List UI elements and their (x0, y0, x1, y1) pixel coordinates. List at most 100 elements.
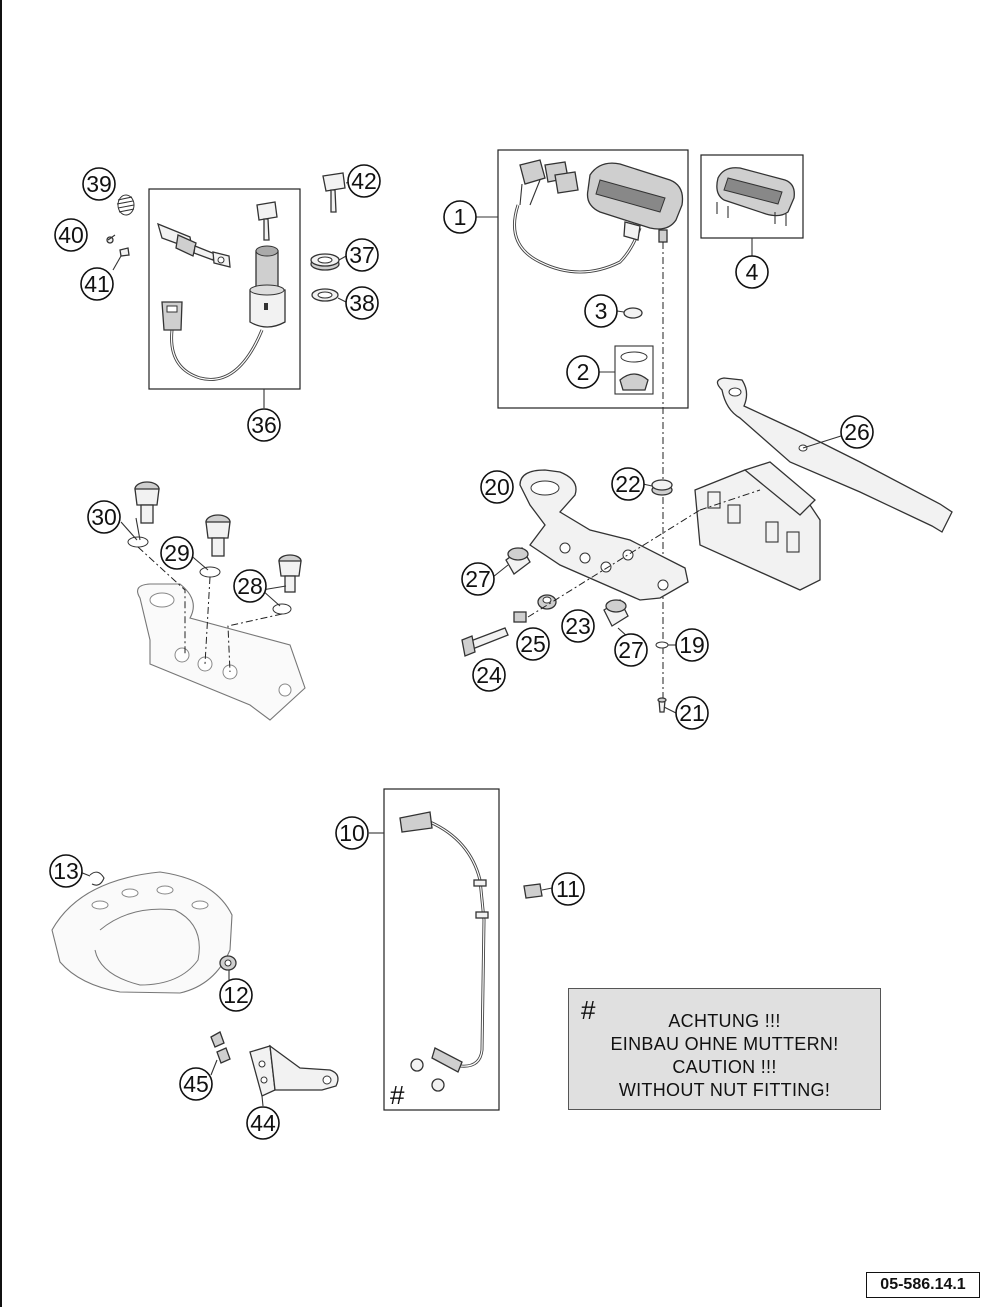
svg-text:13: 13 (53, 858, 79, 884)
svg-text:19: 19 (679, 632, 705, 658)
lock-cylinder-part (157, 222, 231, 268)
spare-key-part (322, 172, 346, 213)
callout-2: 2 (566, 355, 600, 389)
svg-text:27: 27 (618, 637, 644, 663)
callout-13: 13 (49, 854, 83, 888)
callout-26: 26 (840, 415, 874, 449)
rubber-27-upper-part (505, 547, 531, 575)
callout-41: 41 (80, 267, 114, 301)
speedometer-assembly-box (700, 154, 804, 258)
svg-text:24: 24 (476, 662, 502, 688)
svg-text:22: 22 (615, 471, 641, 497)
caution-line-without-nut: WITHOUT NUT FITTING! (618, 1080, 831, 1100)
callout-1: 1 (443, 200, 477, 234)
bracket-26-part (716, 377, 953, 533)
caution-line-achtung: ACHTUNG !!! (668, 1011, 781, 1031)
callout-23: 23 (561, 609, 595, 643)
svg-text:26: 26 (844, 419, 870, 445)
svg-text:28: 28 (237, 573, 263, 599)
svg-text:42: 42 (351, 168, 377, 194)
svg-text:11: 11 (556, 876, 580, 902)
speed-sensor-cable-part (399, 811, 489, 1073)
svg-text:45: 45 (183, 1071, 209, 1097)
speedometer-kit-box (476, 149, 689, 409)
spacer-25-part (513, 611, 527, 623)
pin-28-part (272, 554, 302, 615)
caution-hash-marker: # (581, 995, 596, 1025)
bush-12-part (219, 955, 237, 971)
callout-29: 29 (160, 536, 194, 570)
pin-assembly-lines (120, 517, 287, 673)
callout-45: 45 (179, 1067, 213, 1101)
sensor-nuts-part (410, 1058, 445, 1092)
pin-29-part (199, 514, 231, 578)
cable-clip-11-part (523, 883, 543, 899)
callout-40: 40 (54, 218, 88, 252)
spring-part (116, 194, 135, 216)
speedometer-cable-part (513, 159, 642, 274)
callout-37: 37 (345, 238, 379, 272)
svg-text:36: 36 (251, 412, 277, 438)
callout-36: 36 (247, 408, 281, 442)
callout-10: 10 (335, 816, 369, 850)
svg-text:27: 27 (465, 566, 491, 592)
mounting-kit-part (614, 345, 654, 395)
callout-19: 19 (675, 628, 709, 662)
lock-nut-part (310, 253, 340, 271)
speedometer-unit-part (586, 162, 684, 243)
svg-text:37: 37 (349, 242, 375, 268)
circlip-13-part (89, 871, 105, 886)
svg-text:39: 39 (86, 171, 112, 197)
ignition-cable-part (161, 301, 264, 381)
callout-25: 25 (516, 627, 550, 661)
callout-38: 38 (345, 286, 379, 320)
svg-text:23: 23 (565, 613, 591, 639)
callout-20: 20 (480, 470, 514, 504)
drawing-reference-code: 05-586.14.1 (866, 1272, 980, 1298)
sensor-hash-marker: # (390, 1080, 405, 1110)
speed-sensor-kit-box (369, 788, 500, 1111)
caution-line-caution: CAUTION !!! (672, 1057, 777, 1077)
screw-21-part (657, 697, 667, 713)
caution-note: # ACHTUNG !!! EINBAU OHNE MUTTERN! CAUTI… (568, 988, 881, 1110)
svg-text:41: 41 (84, 271, 110, 297)
callout-39: 39 (82, 167, 116, 201)
callout-30: 30 (87, 500, 121, 534)
screws-45-part (210, 1031, 231, 1064)
svg-text:44: 44 (250, 1110, 276, 1136)
callout-3: 3 (584, 294, 618, 328)
callout-27-lower: 27 (614, 633, 648, 667)
bracket-assembly-lines (527, 489, 761, 618)
pin-30-part (127, 481, 160, 548)
page-left-border (0, 0, 2, 1307)
svg-text:3: 3 (595, 298, 608, 324)
brake-disc-ghost (51, 871, 233, 994)
callout-28: 28 (233, 569, 267, 603)
rubber-plug-part (623, 307, 643, 319)
callout-24: 24 (472, 658, 506, 692)
svg-text:29: 29 (164, 540, 190, 566)
grommet-22-part (651, 479, 673, 496)
washer-19-part (655, 641, 669, 649)
svg-text:20: 20 (484, 474, 510, 500)
callout-12: 12 (219, 978, 253, 1012)
svg-text:1: 1 (454, 204, 467, 230)
callout-11: 11 (551, 872, 585, 906)
svg-text:30: 30 (91, 504, 117, 530)
caution-line-einbau: EINBAU OHNE MUTTERN! (610, 1034, 839, 1054)
svg-text:38: 38 (349, 290, 375, 316)
grommet-23-part (537, 594, 557, 610)
lock-key-part (256, 201, 278, 241)
small-ball-part (106, 236, 114, 244)
svg-text:40: 40 (58, 222, 84, 248)
small-pin-part (119, 247, 130, 257)
svg-text:10: 10 (339, 820, 365, 846)
bracket-plate-part (694, 461, 821, 591)
callout-42: 42 (347, 164, 381, 198)
callout-21: 21 (675, 696, 709, 730)
svg-text:21: 21 (679, 700, 705, 726)
ignition-lock-kit-box (148, 188, 301, 408)
bolt-24-part (461, 627, 509, 657)
ignition-switch-part (249, 245, 286, 328)
